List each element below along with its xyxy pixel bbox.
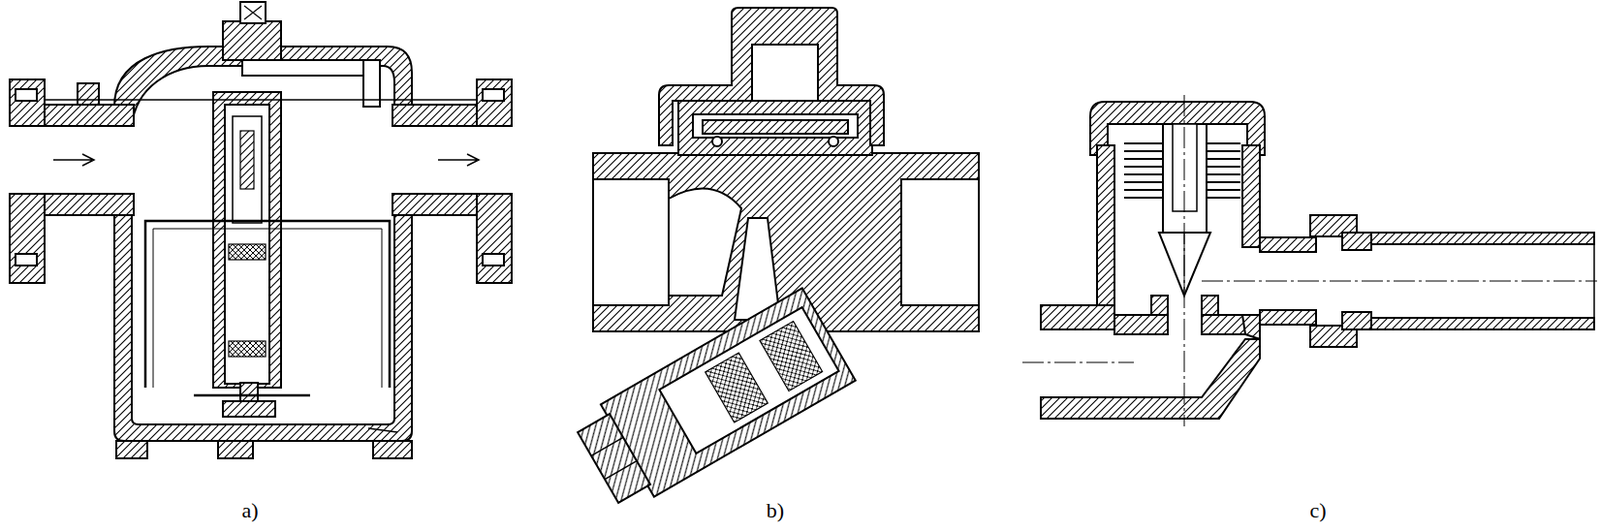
figure-label: a) [241, 498, 258, 524]
bucket-trap [9, 1, 512, 459]
figure-label: b) [766, 498, 785, 524]
bellows-trap [1022, 94, 1598, 427]
figure-label: c) [1309, 498, 1326, 524]
disc-trap [571, 7, 979, 514]
